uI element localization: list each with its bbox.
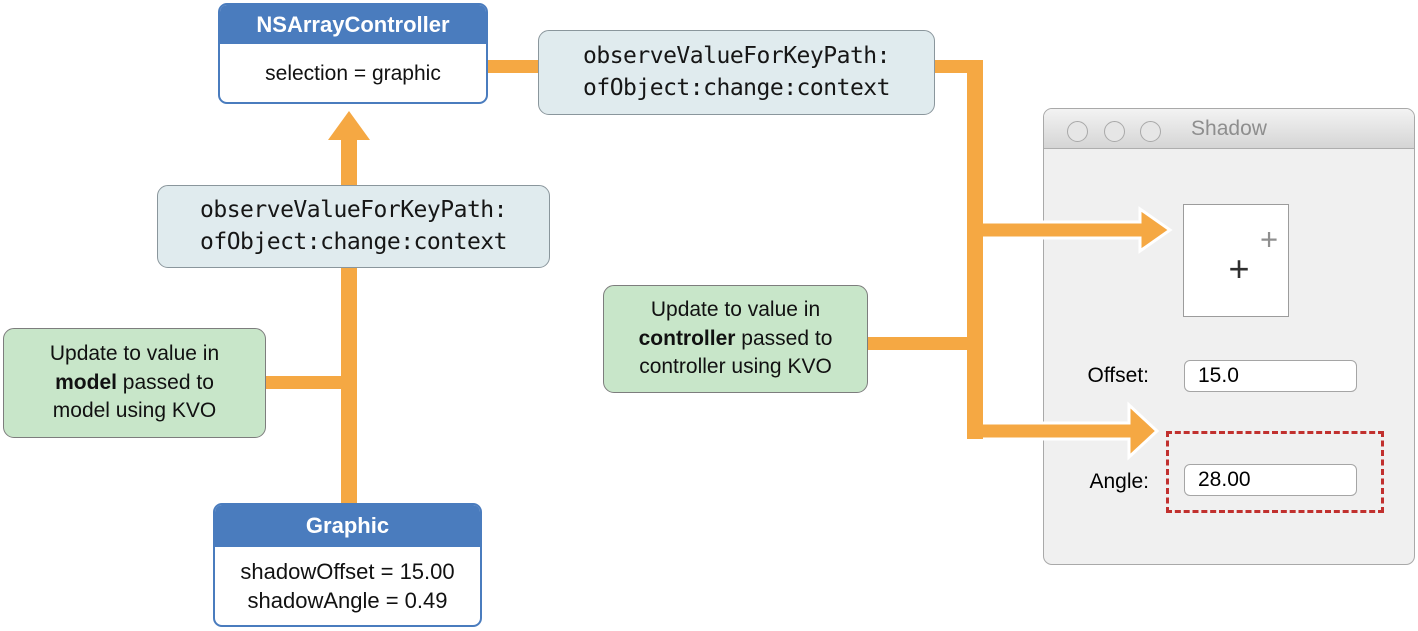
graphic-body: shadowOffset = 15.00 shadowAngle = 0.49 (215, 547, 480, 625)
note-model-line3: model using KVO (52, 399, 217, 423)
note-controller-bold: controller (638, 326, 736, 350)
connector-controller-note (866, 337, 983, 350)
connector-model-note (255, 376, 357, 389)
nsarraycontroller-body: selection = graphic (265, 62, 441, 85)
shadow-preview-well[interactable]: + + (1183, 204, 1289, 317)
observe-mid-line2: ofObject:change:context (200, 228, 508, 255)
connector-right-trunk (967, 60, 983, 439)
offset-label: Offset: (1087, 364, 1149, 387)
minimize-button[interactable] (1104, 121, 1125, 142)
shadow-offset-plus-icon: + (1259, 221, 1279, 257)
observe-callback-mid-box: observeValueForKeyPath: ofObject:change:… (157, 185, 550, 268)
window-title: Shadow (1191, 117, 1267, 140)
note-controller-line3: controller using KVO (639, 355, 832, 379)
connector-ns-to-observe (488, 60, 540, 73)
angle-highlight-outline (1166, 431, 1384, 513)
note-model-bold: model (55, 370, 117, 394)
offset-field[interactable] (1184, 360, 1357, 392)
shadow-origin-plus-icon: + (1228, 248, 1250, 290)
note-model-line1: Update to value in (49, 341, 220, 365)
arrowhead-up-icon (328, 111, 370, 140)
angle-label: Angle: (1089, 470, 1149, 493)
note-controller-line2-rest: passed to (735, 326, 833, 350)
note-model-update: Update to value in model passed to model… (3, 328, 266, 438)
nsarraycontroller-title: NSArrayController (220, 5, 486, 44)
observe-mid-line1: observeValueForKeyPath: (200, 197, 508, 224)
graphic-title: Graphic (215, 505, 480, 547)
note-controller-line2: controller passed to (639, 325, 833, 354)
note-controller-line1: Update to value in (650, 297, 821, 321)
angle-field[interactable] (1184, 464, 1357, 496)
nsarraycontroller-box: NSArrayController selection = graphic (218, 3, 488, 104)
observe-callback-top-box: observeValueForKeyPath: ofObject:change:… (538, 30, 935, 115)
note-controller-update: Update to value in controller passed to … (603, 285, 868, 393)
note-model-line2: model passed to (55, 369, 214, 398)
shadow-inspector-window: Shadow + + Offset: Angle: (1043, 108, 1415, 565)
graphic-model-box: Graphic shadowOffset = 15.00 shadowAngle… (213, 503, 482, 627)
close-button[interactable] (1067, 121, 1088, 142)
graphic-shadow-angle: shadowAngle = 0.49 (247, 588, 448, 613)
observe-top-line1: observeValueForKeyPath: (583, 43, 891, 70)
window-titlebar[interactable]: Shadow (1044, 109, 1414, 149)
graphic-shadow-offset: shadowOffset = 15.00 (240, 558, 455, 584)
note-model-line2-rest: passed to (116, 370, 214, 394)
observe-top-line2: ofObject:change:context (583, 74, 891, 101)
zoom-button[interactable] (1140, 121, 1161, 142)
